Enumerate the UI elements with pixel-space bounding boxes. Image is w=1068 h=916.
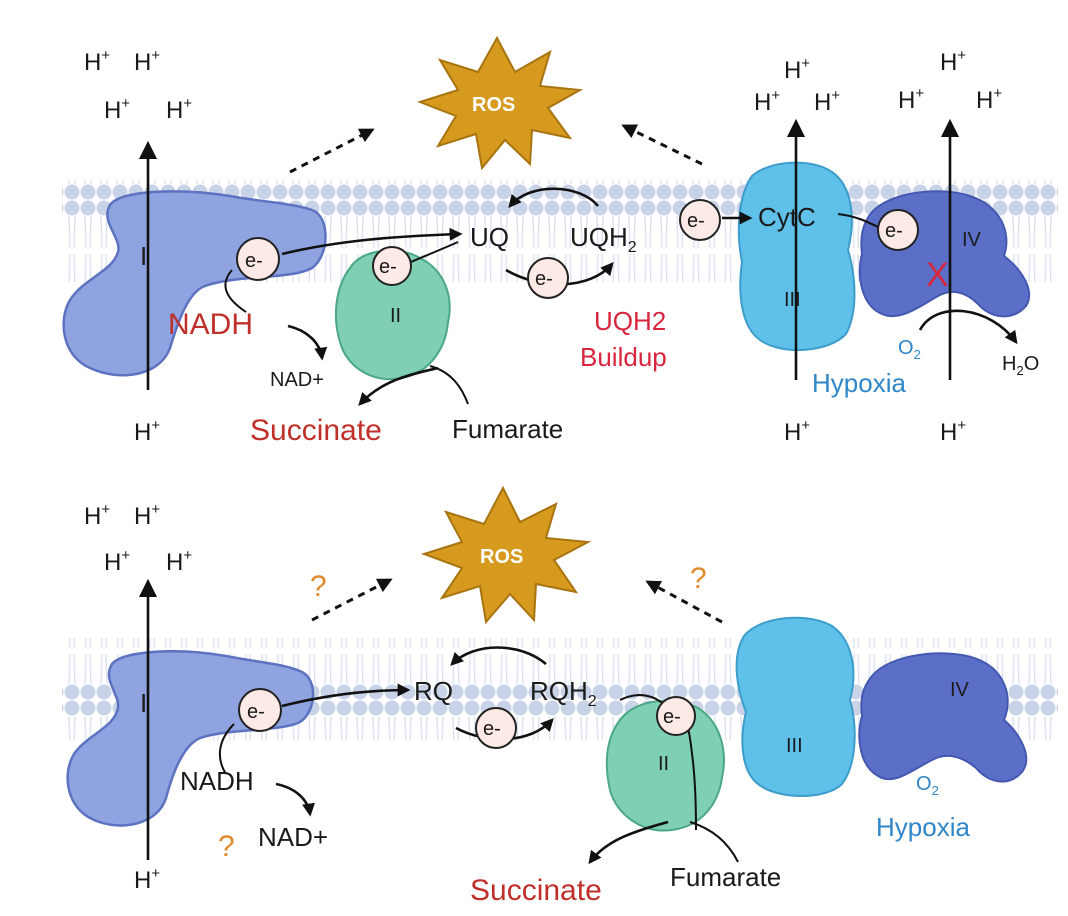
bottom-hplus: H+ [166, 547, 192, 576]
svg-text:e-: e- [245, 250, 263, 272]
top-hplus: H+ [104, 95, 130, 124]
top-h2o-label: H2O [1002, 353, 1039, 378]
top-complex-IV-label: IV [962, 229, 982, 251]
bottom-complex-IV-label: IV [950, 679, 970, 701]
top-complex-III-label: III [784, 289, 801, 311]
top-nadh-to-nad-arrow [287, 324, 328, 361]
bottom-electron-II: e- [656, 696, 696, 736]
top-hplus: H+ [84, 47, 110, 76]
top-cytc-to-IV-line [837, 213, 881, 229]
bottom-rq-label: RQ [414, 676, 453, 706]
bottom-complex-I-label: I [140, 688, 147, 718]
top-buildup-label-line2: Buildup [580, 342, 667, 372]
top-nad-plus-label: NAD+ [270, 369, 324, 391]
svg-text:e-: e- [687, 210, 705, 232]
top-electron-IV: e- [877, 209, 919, 251]
bottom-nadh-to-e-line [218, 723, 235, 775]
top-hplus: H+ [976, 85, 1002, 114]
svg-text:e-: e- [483, 718, 501, 740]
svg-text:e-: e- [247, 701, 265, 723]
svg-text:e-: e- [535, 268, 553, 290]
bottom-hypoxia-label: Hypoxia [876, 812, 970, 842]
bottom-hplus: H+ [134, 865, 160, 894]
bottom-ros-arrow-right [645, 580, 723, 624]
bottom-question-left: ? [310, 570, 327, 603]
bottom-hplus: H+ [84, 501, 110, 530]
top-fumarate-to-succinate-arrow [358, 366, 439, 406]
top-succinate-label: Succinate [250, 414, 382, 447]
top-hypoxia-label: Hypoxia [812, 368, 906, 398]
top-panel: I II III IV X ROS e- [62, 35, 1058, 447]
bottom-electron-I: e- [238, 688, 282, 732]
bottom-ros-arrow-left [311, 578, 393, 622]
top-cytc-label: CytC [758, 202, 816, 232]
bottom-II-inner-line [687, 725, 697, 831]
bottom-electron-flow-I-to-RQ [281, 683, 411, 708]
bottom-complex-IV [858, 652, 1028, 783]
bottom-fumarate-label: Fumarate [670, 862, 781, 892]
bottom-rqh2-to-rq-arrow [450, 646, 547, 666]
top-hplus: H+ [166, 95, 192, 124]
bottom-hplus: H+ [104, 547, 130, 576]
svg-text:e-: e- [885, 220, 903, 242]
bottom-o2-label: O2 [916, 773, 939, 798]
bottom-complex-III-label: III [786, 735, 803, 757]
bottom-complex-III [735, 616, 856, 797]
bottom-ros-label: ROS [480, 546, 523, 568]
top-blocked-mark: X [926, 256, 949, 294]
top-uqh2-to-uq-arrow [508, 187, 600, 208]
top-hplus: H+ [134, 417, 160, 446]
top-buildup-label-line1: UQH2 [594, 306, 666, 336]
top-complex-I-label: I [140, 241, 147, 271]
top-ros-label: ROS [472, 94, 515, 116]
top-o2-to-h2o-arrow [918, 309, 1018, 345]
top-o2-label: O2 [898, 337, 921, 362]
top-electron-I: e- [236, 237, 280, 281]
top-electron-cytc: e- [679, 199, 721, 241]
top-electron-II: e- [372, 246, 412, 286]
bottom-succinate-label: Succinate [470, 874, 602, 907]
top-hplus: H+ [134, 47, 160, 76]
bottom-question-right: ? [690, 562, 707, 595]
top-ros-arrow-right [621, 124, 703, 166]
bottom-electron-RQ: e- [475, 707, 517, 749]
top-electron-UQ: e- [527, 257, 569, 299]
bottom-nadh-to-nad-arrow [275, 782, 315, 817]
top-ros-arrow-left [289, 128, 375, 174]
bottom-fumarate-to-succinate-arrow [588, 820, 669, 865]
top-hplus: H+ [784, 55, 810, 84]
bottom-fumarate-line [689, 821, 739, 863]
top-hplus-labels: H+ H+ H+ H+ H+ H+ H+ H+ H+ H+ H+ H+ H+ [84, 47, 1002, 446]
bottom-question-nad: ? [218, 830, 235, 863]
top-fumarate-label: Fumarate [452, 414, 563, 444]
top-uq-label: UQ [470, 222, 509, 252]
bottom-hplus: H+ [134, 501, 160, 530]
top-hplus: H+ [898, 85, 924, 114]
top-hplus: H+ [940, 47, 966, 76]
svg-text:e-: e- [379, 256, 397, 278]
bottom-complex-II-label: II [658, 753, 669, 775]
bottom-hplus-labels: H+ H+ H+ H+ H+ [84, 501, 192, 894]
top-complex-II [334, 249, 451, 381]
bottom-ros-star [420, 485, 592, 625]
top-hplus: H+ [940, 417, 966, 446]
bottom-nadh-label: NADH [180, 766, 254, 796]
top-nadh-label: NADH [168, 308, 253, 341]
bottom-panel: I III IV II ROS ? ? ? e- [62, 485, 1058, 907]
bottom-nad-plus-label: NAD+ [258, 822, 328, 852]
top-complex-II-label: II [390, 305, 401, 327]
top-hplus: H+ [784, 417, 810, 446]
top-nadh-to-e-line [224, 269, 247, 313]
top-hplus: H+ [754, 87, 780, 116]
top-fumarate-line [429, 365, 469, 405]
svg-text:e-: e- [663, 706, 681, 728]
top-ros-star [416, 35, 584, 171]
top-electron-flow-I-to-UQ [281, 227, 463, 256]
top-hplus: H+ [814, 87, 840, 116]
top-uqh2-label: UQH2 [570, 222, 637, 256]
bottom-rqh2-label: RQH2 [530, 676, 597, 710]
